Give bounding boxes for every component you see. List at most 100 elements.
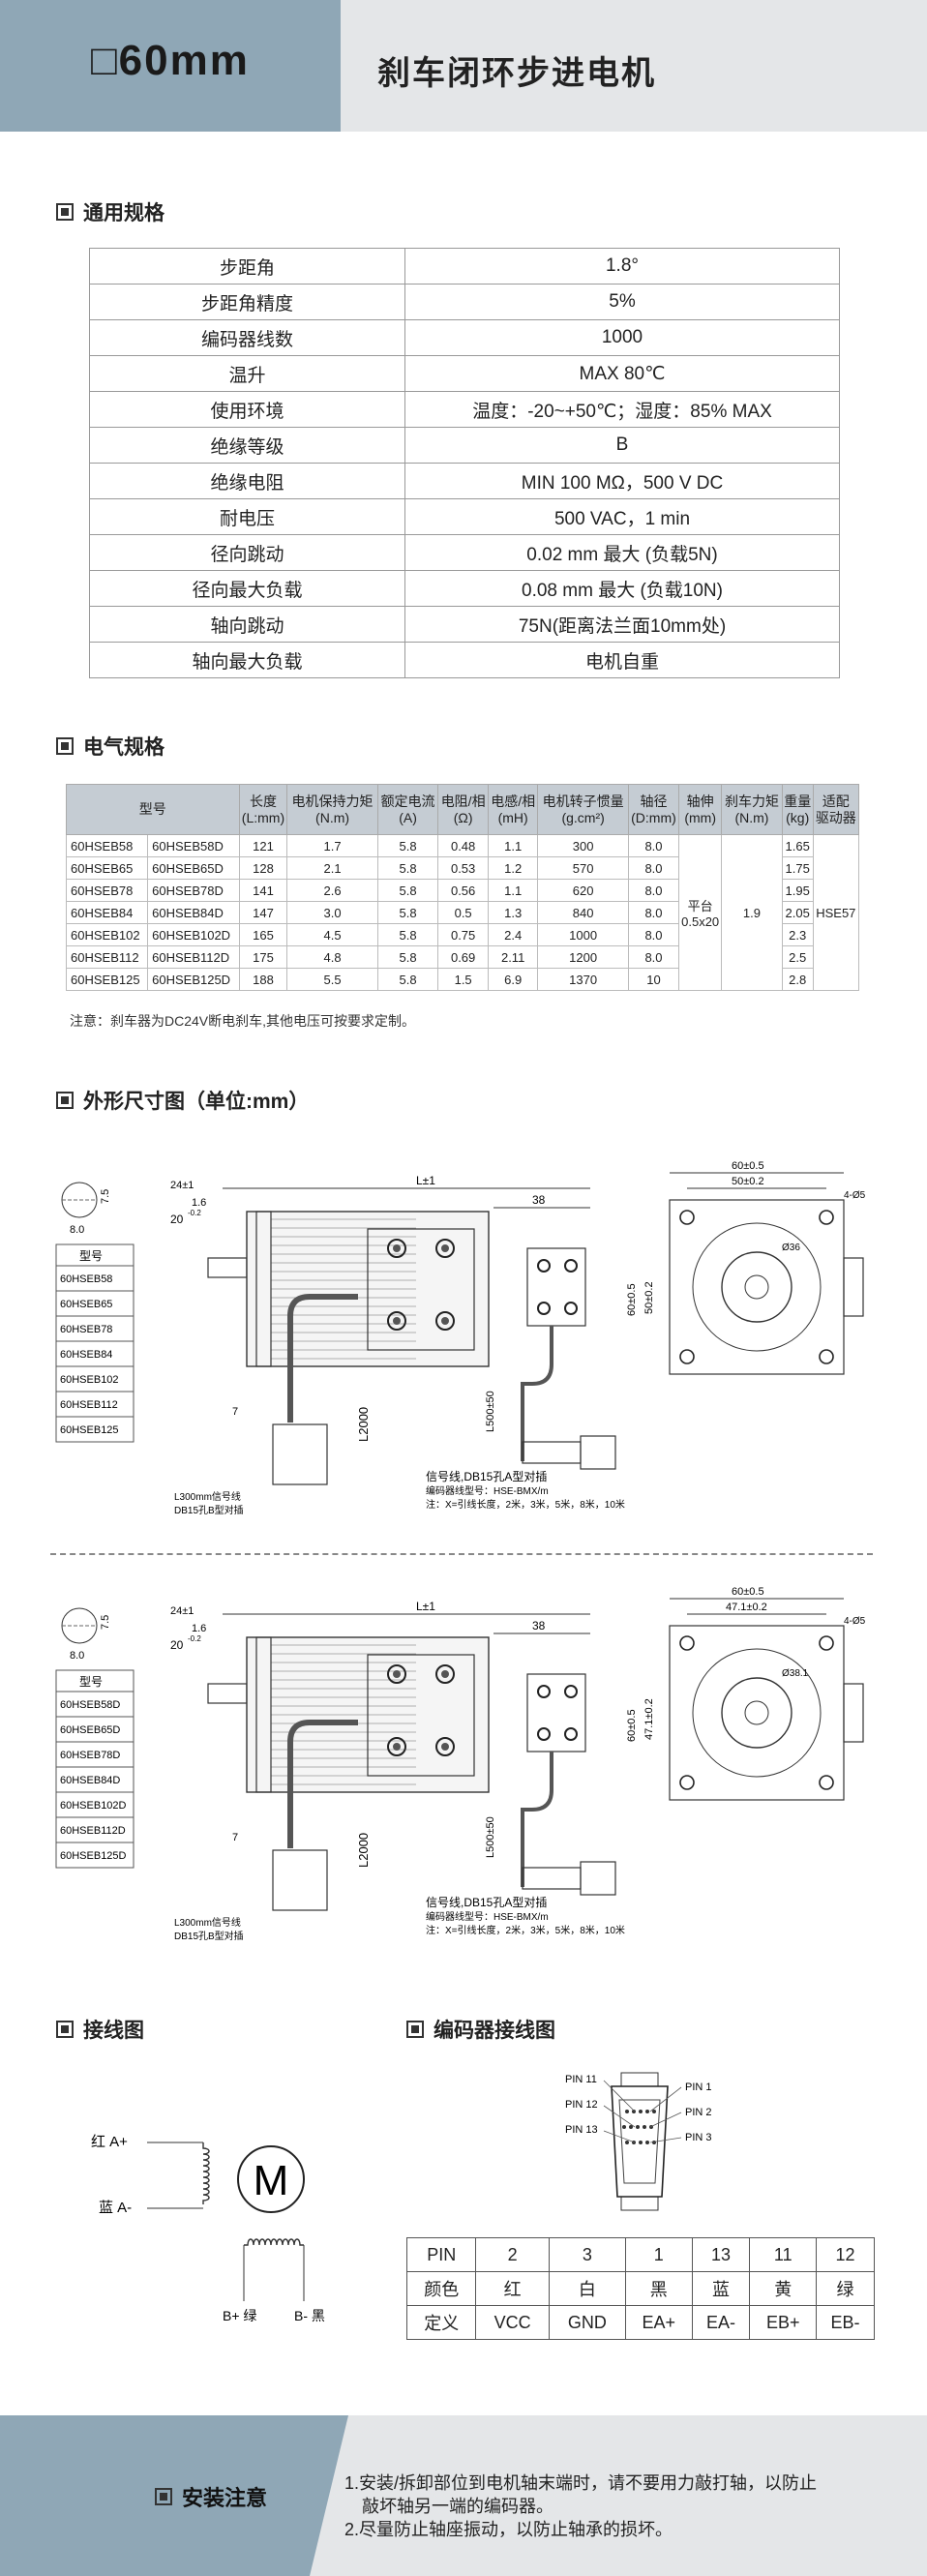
spec-value: 1000 [404,319,840,356]
model-list-item: 60HSEB102D [60,1800,127,1812]
connector-screw-top [620,2072,659,2087]
res-cell: 0.75 [437,923,489,946]
model-cell: 60HSEB65 [65,856,149,880]
spec-value: 1.8° [404,248,840,285]
model-list-item: 60HSEB84 [60,1349,112,1361]
screw-icon [435,1239,455,1258]
ind-cell: 2.11 [487,945,539,969]
model-list-item: 60HSEB58 [60,1273,112,1285]
electrical-note: 注意：刹车器为DC24V断电刹车,其他电压可按要求定制。 [70,1013,416,1029]
pin-label-r-0: PIN 1 [685,2082,712,2093]
signal-cable-label: 信号线,DB15孔A型对插 [426,1470,547,1483]
torque-cell: 4.5 [286,923,378,946]
screw-icon [393,1743,401,1751]
connector-screw-bottom [620,2196,659,2211]
model-list-header: 型号 [79,1675,103,1689]
shaft-cell: 10 [627,968,680,991]
encoder-block [526,1673,586,1752]
weight-cell: 2.05 [781,901,814,924]
front-view-connector [843,1683,864,1743]
cur-cell: 5.8 [376,945,439,969]
spec-key: 步距角 [89,248,405,285]
dim-label: 7.5 [100,1615,111,1630]
model-list-item: 60HSEB112 [60,1399,118,1411]
mount-hole-icon [819,1349,834,1364]
torque-cell: 2.6 [286,879,378,902]
signal-cable-label: 信号线,DB15孔A型对插 [426,1896,547,1909]
column-header: 刹车力矩 (N.m) [721,784,783,835]
pin-table-cell: 3 [548,2237,626,2272]
len-cell: 147 [238,901,288,924]
len-cell: 175 [238,945,288,969]
shaft-cell: 8.0 [627,945,680,969]
column-header: 轴伸 (mm) [678,784,723,835]
mount-hole-icon [819,1635,834,1651]
square-bullet-icon [56,203,74,221]
dim-label: 7 [232,1832,238,1843]
pin-label-r-1: PIN 2 [685,2107,712,2118]
table-row: 轴向最大负载电机自重 [89,642,840,678]
column-header: 电感/相 (mH) [487,784,539,835]
wiring-diagram: 红 A+ 蓝 A- M B+ 绿 B- 黑 [91,2134,325,2323]
dim-label: 47.1±0.2 [643,1698,655,1740]
dim-label: 38 [532,1193,546,1207]
model-list-item: 60HSEB65D [60,1724,120,1736]
mount-hole-icon [679,1210,695,1225]
spec-value: 0.02 mm 最大 (负载5N) [404,534,840,571]
coil-a [202,2142,210,2204]
db15-b-plug [272,1849,328,1911]
dim-label: L2000 [356,1833,371,1868]
dim-label: -0.2 [188,1634,201,1643]
screw-icon [387,1737,406,1756]
len-cell: 141 [238,879,288,902]
pin-table-cell: 13 [691,2237,751,2272]
connector-pin [625,2110,629,2113]
dim-label: 60±0.5 [732,1586,764,1598]
spec-value: 温度：-20~+50℃；湿度：85% MAX [404,391,840,428]
mount-hole-icon [819,1210,834,1225]
mount-hole-icon [679,1775,695,1790]
square-bullet-icon [56,1092,74,1109]
spec-value: 5% [404,284,840,320]
inertia-cell: 1370 [537,968,629,991]
res-cell: 0.53 [437,856,489,880]
pin-table-cell: EB- [816,2305,875,2340]
motor-symbol-label: M [254,2157,289,2204]
model-cell: 60HSEB112 [65,945,149,969]
mount-hole-icon [819,1775,834,1790]
encoder-cable [521,1752,553,1887]
connector-face [618,2099,661,2184]
weight-cell: 1.75 [781,856,814,880]
connector-pin [645,2110,649,2113]
dimension-drawing-1: 7.58.0型号60HSEB5860HSEB6560HSEB7860HSEB84… [55,1160,866,1516]
square-bullet-icon [56,2021,74,2038]
column-header: 电机保持力矩 (N.m) [286,784,378,835]
column-header: 电机转子惯量 (g.cm²) [537,784,629,835]
dim-label: 24±1 [170,1180,194,1191]
square-bullet-icon [155,2488,172,2505]
pin-table-cell: 1 [624,2237,693,2272]
pin-table-cell: GND [548,2305,626,2340]
weight-cell: 2.8 [781,968,814,991]
front-view-connector [843,1257,864,1317]
connector-pin [652,2141,656,2144]
section-encoder-title: 编码器接线图 [434,2020,555,2042]
front-view-shaft [744,1700,769,1725]
screw-icon [393,1670,401,1678]
cur-cell: 5.8 [376,834,439,857]
column-header: 适配 驱动器 [812,784,860,835]
pin-table-cell: 黄 [749,2271,818,2306]
dim-label: 38 [532,1619,546,1632]
inertia-cell: 840 [537,901,629,924]
spec-key: 径向跳动 [89,534,405,571]
dim-label: 47.1±0.2 [726,1602,767,1613]
spec-key: 步距角精度 [89,284,405,320]
screw-icon [387,1664,406,1684]
front-view-pilot [721,1251,792,1323]
